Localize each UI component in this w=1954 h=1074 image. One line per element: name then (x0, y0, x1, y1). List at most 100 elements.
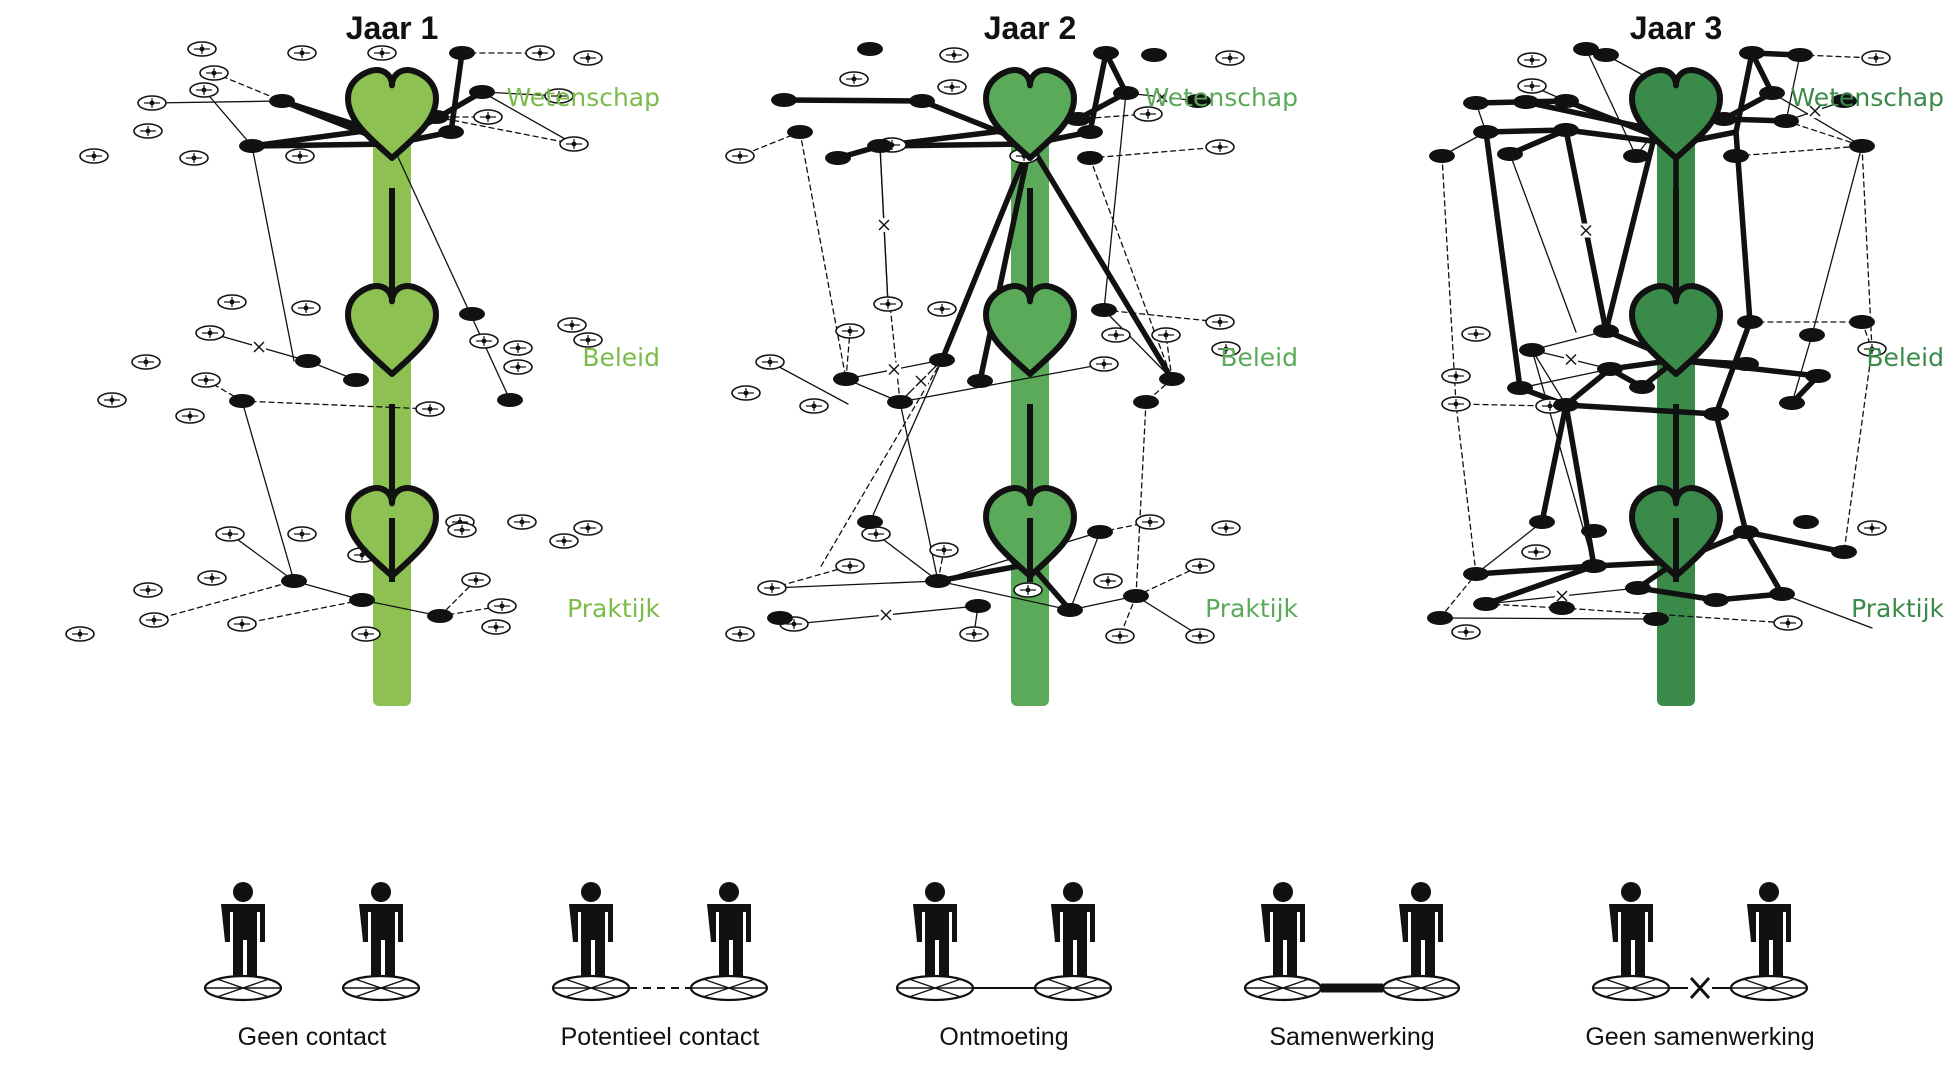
person-body (1261, 904, 1305, 980)
node-dot (459, 527, 465, 533)
node-dot (1473, 331, 1479, 337)
node-dot (941, 547, 947, 553)
node-dot (493, 624, 499, 630)
link-ontmoeting (1069, 531, 1101, 611)
node-dot (847, 328, 853, 334)
link-ontmoeting (1509, 153, 1577, 333)
legend-item-potentieel-contact: Potentieel contact (551, 882, 769, 1051)
node-dot (499, 603, 505, 609)
node-dot (1147, 519, 1153, 525)
node-no-contact (137, 95, 167, 111)
link-ontmoeting (241, 400, 295, 582)
node-dot (145, 128, 151, 134)
node-dot (473, 577, 479, 583)
node-dot (851, 76, 857, 82)
node-dot (1869, 346, 1875, 352)
person-head (371, 882, 391, 902)
node-dot (187, 413, 193, 419)
node-dot (109, 397, 115, 403)
link-potentieel (799, 131, 847, 380)
link-potentieel (1103, 309, 1221, 323)
node-active (1623, 149, 1649, 163)
node-no-contact (1521, 544, 1551, 560)
node-dot (1113, 332, 1119, 338)
link-ontmoeting (1785, 54, 1801, 122)
node-dot (1453, 401, 1459, 407)
person-body (913, 904, 957, 980)
legend-graphic (1591, 882, 1809, 1002)
node-no-contact (473, 109, 503, 125)
link-samenwerking (1483, 563, 1597, 607)
link-potentieel (845, 330, 851, 380)
node-dot (951, 52, 957, 58)
node-dot (1223, 525, 1229, 531)
link-ontmoeting (937, 580, 1071, 611)
node-dot (1227, 55, 1233, 61)
link-samenwerking (448, 50, 465, 135)
node-active (1159, 372, 1185, 386)
layer-label-wetenschap: Wetenschap (507, 83, 660, 112)
node-active (438, 125, 464, 139)
link-potentieel (1441, 155, 1457, 405)
node-no-contact (1517, 52, 1547, 68)
link-samenwerking (1539, 402, 1569, 525)
node-active (1553, 94, 1579, 108)
node-no-contact (1441, 368, 1471, 384)
link-samenwerking (1563, 366, 1613, 408)
nodes-layer (65, 41, 603, 642)
node-no-contact (1773, 615, 1803, 631)
link-samenwerking (1635, 585, 1719, 603)
node-active (1473, 597, 1499, 611)
legend-graphic (895, 882, 1113, 1002)
node-dot (1533, 549, 1539, 555)
node-no-contact (1151, 327, 1181, 343)
node-active (1529, 515, 1555, 529)
node-dot (1105, 578, 1111, 584)
platform-mark (1604, 978, 1658, 998)
person-head (581, 882, 601, 902)
node-active (1849, 315, 1875, 329)
node-active (229, 394, 255, 408)
person-body (707, 904, 751, 980)
node-no-contact (725, 148, 755, 164)
node-active (427, 609, 453, 623)
node-no-contact (1093, 573, 1123, 589)
node-active (1625, 581, 1651, 595)
node-active (1463, 567, 1489, 581)
layer-label-beleid: Beleid (582, 343, 660, 372)
node-dot (359, 552, 365, 558)
node-active (1597, 362, 1623, 376)
node-no-contact (839, 71, 869, 87)
x-mark (1565, 354, 1577, 365)
node-dot (847, 563, 853, 569)
node-no-contact (1205, 139, 1235, 155)
heart-icon (1629, 283, 1723, 377)
node-no-contact (351, 626, 381, 642)
node-no-contact (503, 340, 533, 356)
node-no-contact (1517, 78, 1547, 94)
nodes-layer (1427, 42, 1891, 640)
node-active (1733, 525, 1759, 539)
node-no-contact (215, 526, 245, 542)
node-no-contact (507, 514, 537, 530)
spine-layer (1629, 67, 1723, 582)
node-active (1077, 125, 1103, 139)
node-no-contact (1185, 558, 1215, 574)
link-potentieel (435, 116, 575, 145)
node-no-contact (285, 148, 315, 164)
person-body (569, 904, 613, 980)
node-no-contact (1013, 582, 1043, 598)
node-dot (1869, 525, 1875, 531)
node-no-contact (1215, 50, 1245, 66)
link-samenwerking (939, 141, 1033, 363)
legend-label: Geen contact (238, 1023, 387, 1051)
node-dot (209, 575, 215, 581)
link-samenwerking (977, 141, 1033, 384)
link-samenwerking (1523, 99, 1659, 133)
node-dot (379, 50, 385, 56)
node-no-contact (755, 354, 785, 370)
node-no-contact (197, 570, 227, 586)
layer-label-praktijk: Praktijk (1851, 594, 1944, 623)
node-dot (143, 359, 149, 365)
link-potentieel (1843, 348, 1873, 553)
